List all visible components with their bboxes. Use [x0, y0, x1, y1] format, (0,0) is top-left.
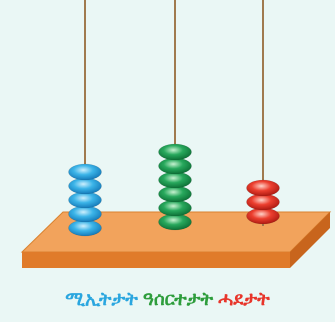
green-bead [158, 213, 192, 231]
blue-bead [68, 219, 102, 237]
red-bead [246, 179, 280, 197]
blue-bead [68, 177, 102, 195]
blue-bead [68, 163, 102, 181]
red-bead [246, 193, 280, 211]
label-hundreds: ሚኢትታት [65, 289, 138, 310]
base-side-face [290, 212, 330, 268]
blue-bead [68, 191, 102, 209]
green-bead [158, 143, 192, 161]
green-bead [158, 157, 192, 175]
label-ones: ሓደታት [218, 289, 270, 310]
green-bead [158, 185, 192, 203]
blue-bead [68, 205, 102, 223]
abacus-beads [68, 143, 280, 237]
green-bead [158, 199, 192, 217]
red-bead [246, 207, 280, 225]
label-tens: ዓሰርተታት [142, 289, 214, 310]
green-bead [158, 171, 192, 189]
base-front-face [22, 252, 290, 268]
